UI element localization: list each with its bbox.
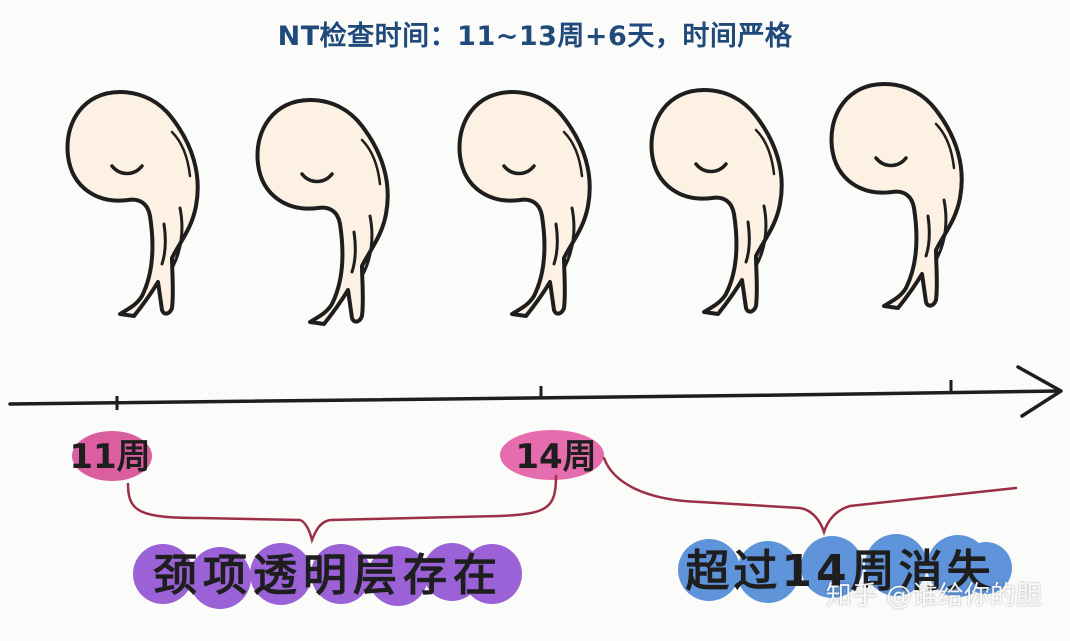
embryo-3 xyxy=(457,90,592,318)
exists-label: 颈项透明层存在 xyxy=(153,550,503,601)
embryo-2 xyxy=(255,98,390,326)
week11-label: 11周 xyxy=(69,437,150,477)
embryo-5 xyxy=(829,82,964,310)
embryo-1 xyxy=(65,90,200,318)
bracket-disappears xyxy=(602,456,1018,536)
watermark: 知乎 @谁给你的胆 xyxy=(825,581,1042,611)
week11-blob xyxy=(72,431,152,481)
bracket-exists xyxy=(126,474,558,545)
week14-blob xyxy=(500,430,604,480)
embryo-4 xyxy=(649,88,784,316)
disappears-bubbles xyxy=(678,534,1012,603)
page-title: NT检查时间：11~13周+6天，时间严格 xyxy=(277,21,793,52)
exists-bubbles xyxy=(133,543,522,609)
disappears-label: 超过14周消失 xyxy=(685,546,994,597)
timeline-axis xyxy=(8,365,1063,418)
week14-label: 14周 xyxy=(515,437,596,477)
